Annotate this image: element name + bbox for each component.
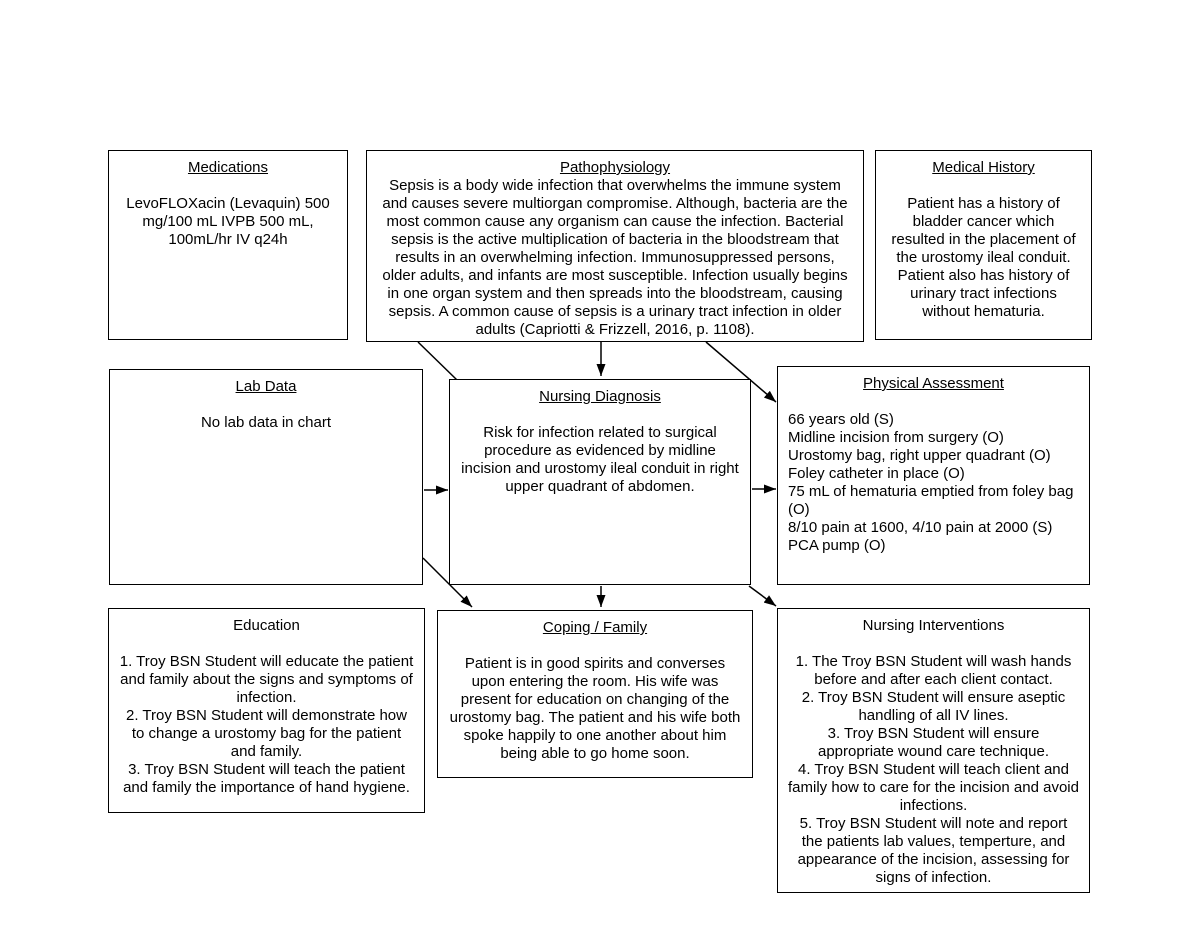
box-coping-family: Coping / Family Patient is in good spiri…	[437, 610, 753, 778]
education-body: 1. Troy BSN Student will educate the pat…	[119, 653, 414, 796]
nursing-interventions-body: 1. The Troy BSN Student will wash hands …	[788, 653, 1079, 886]
medical-history-body: Patient has a history of bladder cancer …	[891, 195, 1076, 320]
box-education: Education 1. Troy BSN Student will educa…	[108, 608, 425, 813]
lab-data-body: No lab data in chart	[200, 414, 332, 431]
medications-title: Medications	[187, 159, 269, 176]
nursing-diagnosis-title: Nursing Diagnosis	[539, 388, 661, 405]
box-lab-data: Lab Data No lab data in chart	[109, 369, 423, 585]
education-title: Education	[233, 617, 300, 634]
box-nursing-diagnosis: Nursing Diagnosis Risk for infection rel…	[449, 379, 751, 585]
nursing-diagnosis-body: Risk for infection related to surgical p…	[461, 424, 739, 495]
physical-assessment-body: 66 years old (S) Midline incision from s…	[788, 411, 1074, 554]
lab-data-title: Lab Data	[235, 378, 297, 395]
box-physical-assessment: Physical Assessment 66 years old (S) Mid…	[777, 366, 1090, 585]
box-pathophysiology: Pathophysiology Sepsis is a body wide in…	[366, 150, 864, 342]
medications-body: LevoFLOXacin (Levaquin) 500 mg/100 mL IV…	[126, 195, 330, 248]
physical-assessment-title: Physical Assessment	[863, 375, 1004, 392]
pathophysiology-body: Sepsis is a body wide infection that ove…	[382, 177, 848, 338]
coping-family-body: Patient is in good spirits and converses…	[449, 655, 741, 762]
nursing-interventions-title: Nursing Interventions	[862, 617, 1005, 634]
arrow-nursing-diagnosis-to-nursing-interventions	[748, 585, 777, 607]
connector-pathophysiology-to-nursing-diagnosis-left	[417, 341, 458, 381]
coping-family-title: Coping / Family	[542, 619, 648, 636]
box-medications: Medications LevoFLOXacin (Levaquin) 500 …	[108, 150, 348, 340]
pathophysiology-title: Pathophysiology	[559, 159, 671, 176]
box-nursing-interventions: Nursing Interventions 1. The Troy BSN St…	[777, 608, 1090, 893]
box-medical-history: Medical History Patient has a history of…	[875, 150, 1092, 340]
medical-history-title: Medical History	[932, 159, 1035, 176]
